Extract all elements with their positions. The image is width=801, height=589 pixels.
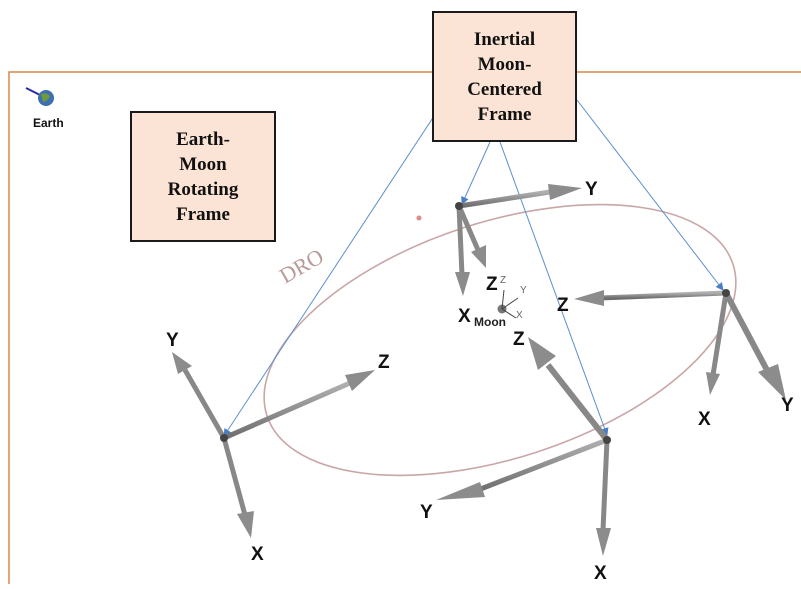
- dro-orbit: [263, 203, 737, 477]
- moon-label: Moon: [474, 315, 506, 329]
- triad-right-y-label: Y: [781, 395, 794, 416]
- triad-top: [455, 184, 582, 296]
- triad-left: [172, 352, 375, 538]
- orbit-marker: [416, 215, 422, 221]
- triad-top-y-label: Y: [585, 179, 598, 200]
- callout-line: Earth-: [176, 128, 230, 150]
- callout-line: Inertial: [473, 28, 536, 50]
- callout-line: Moon-: [477, 53, 532, 75]
- triad-top-z-label: Z: [486, 274, 498, 295]
- callout-line: Moon: [179, 153, 227, 175]
- earth-globe-icon: [25, 87, 54, 106]
- callout-line: Centered: [467, 78, 542, 100]
- triad-left-y-label: Y: [166, 330, 179, 351]
- triad-bottom-x-label: X: [594, 563, 607, 584]
- triad-right-z-label: Z: [557, 295, 569, 316]
- dro-label: DRO: [275, 243, 328, 288]
- callout-line: Frame: [176, 203, 230, 225]
- callout-inertial-moon-centered-frame: Inertial Moon- Centered Frame: [432, 11, 577, 142]
- earth-label: Earth: [33, 116, 64, 130]
- moon-y-label: Y: [520, 285, 527, 296]
- triad-bottom-y-label: Y: [420, 502, 433, 523]
- triad-bottom: [436, 337, 611, 556]
- triad-bottom-z-label: Z: [513, 329, 525, 350]
- moon-z-label: Z: [500, 275, 506, 286]
- inertial-pointers: [223, 99, 724, 437]
- callout-line: Rotating: [167, 178, 239, 200]
- callout-earth-moon-rotating-frame: Earth- Moon Rotating Frame: [130, 111, 276, 242]
- callout-line: Frame: [477, 103, 532, 125]
- viewport-border: [8, 71, 801, 584]
- triad-right-x-label: X: [698, 409, 711, 430]
- triad-left-x-label: X: [251, 544, 264, 565]
- triad-right: [574, 289, 786, 400]
- moon-x-label: X: [516, 310, 523, 321]
- triad-left-z-label: Z: [378, 352, 390, 373]
- moon-triad: [497, 289, 519, 319]
- triad-top-x-label: X: [458, 306, 471, 327]
